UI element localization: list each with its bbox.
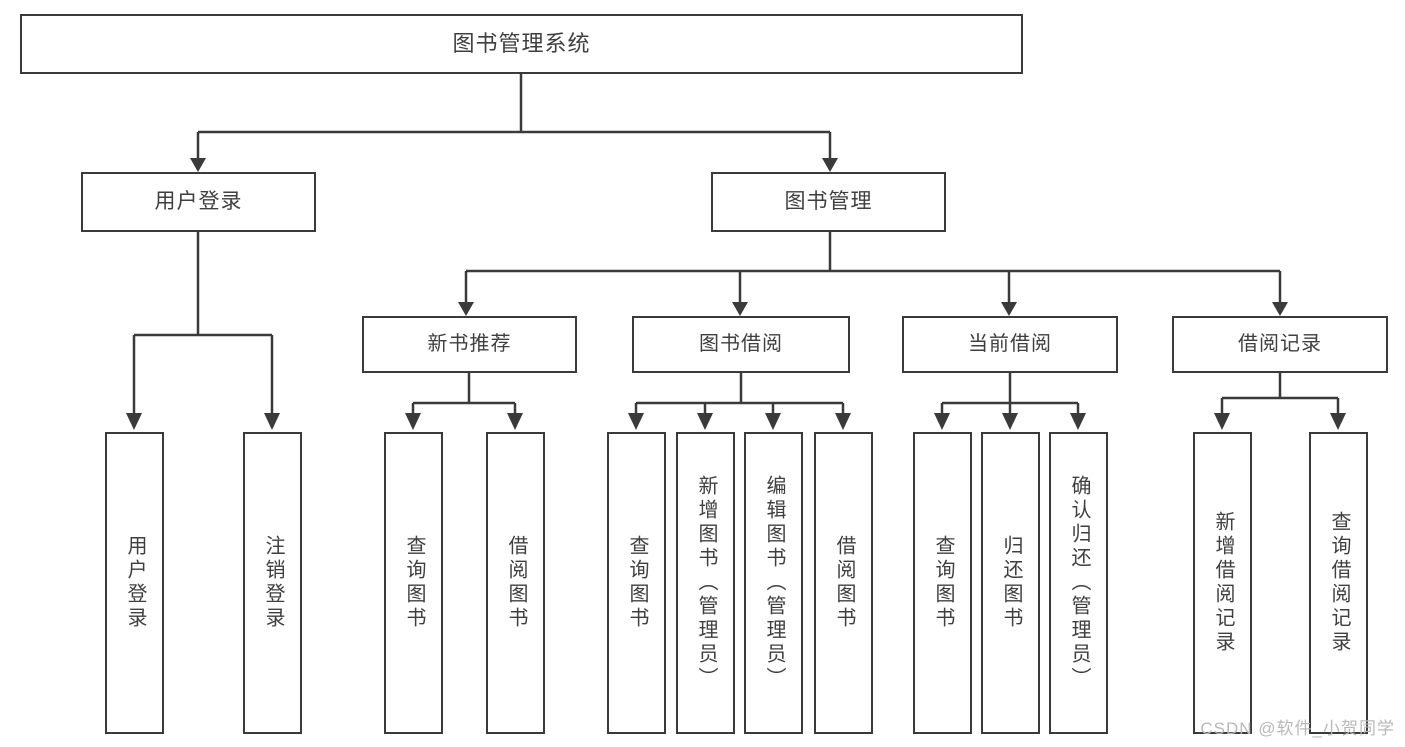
leaf-label: 新增图书（管理员） xyxy=(695,475,717,691)
node-root-label: 图书管理系统 xyxy=(452,31,591,57)
leaf-new-book-borrow-book[interactable]: 借阅图书 xyxy=(486,432,545,734)
leaf-current-borrow-confirm-return-admin[interactable]: 确认归还（管理员） xyxy=(1049,432,1108,734)
node-user-login-label: 用户登录 xyxy=(154,189,243,213)
node-book-management[interactable]: 图书管理 xyxy=(711,172,946,232)
leaf-label: 注销登录 xyxy=(262,535,284,631)
leaf-user-login-logout[interactable]: 注销登录 xyxy=(243,432,302,734)
node-current-borrow[interactable]: 当前借阅 xyxy=(902,316,1118,373)
leaf-label: 归还图书 xyxy=(1000,535,1022,631)
leaf-label: 查询图书 xyxy=(626,535,648,631)
leaf-current-borrow-return-book[interactable]: 归还图书 xyxy=(981,432,1040,734)
leaf-borrow-record-add-record[interactable]: 新增借阅记录 xyxy=(1193,432,1252,734)
leaf-label: 编辑图书（管理员） xyxy=(763,475,785,691)
leaf-book-borrow-query-book[interactable]: 查询图书 xyxy=(607,432,666,734)
leaf-label: 用户登录 xyxy=(124,535,146,631)
leaf-new-book-query-book[interactable]: 查询图书 xyxy=(384,432,443,734)
node-current-borrow-label: 当前借阅 xyxy=(968,333,1052,355)
leaf-book-borrow-borrow-book[interactable]: 借阅图书 xyxy=(814,432,873,734)
leaf-current-borrow-query-book[interactable]: 查询图书 xyxy=(913,432,972,734)
leaf-label: 借阅图书 xyxy=(505,535,527,631)
leaf-book-borrow-edit-book-admin[interactable]: 编辑图书（管理员） xyxy=(744,432,803,734)
node-user-login[interactable]: 用户登录 xyxy=(81,172,316,232)
node-root-system[interactable]: 图书管理系统 xyxy=(20,14,1023,74)
leaf-user-login-login[interactable]: 用户登录 xyxy=(105,432,164,734)
node-borrow-record-label: 借阅记录 xyxy=(1238,333,1322,355)
leaf-label: 确认归还（管理员） xyxy=(1068,475,1090,691)
node-new-book-recommend[interactable]: 新书推荐 xyxy=(362,316,577,373)
leaf-label: 查询图书 xyxy=(932,535,954,631)
leaf-label: 借阅图书 xyxy=(833,535,855,631)
node-book-borrow[interactable]: 图书借阅 xyxy=(632,316,850,373)
node-borrow-record[interactable]: 借阅记录 xyxy=(1172,316,1388,373)
leaf-book-borrow-add-book-admin[interactable]: 新增图书（管理员） xyxy=(676,432,735,734)
leaf-label: 查询图书 xyxy=(403,535,425,631)
leaf-borrow-record-query-record[interactable]: 查询借阅记录 xyxy=(1309,432,1368,734)
node-book-management-label: 图书管理 xyxy=(784,189,873,213)
leaf-label: 查询借阅记录 xyxy=(1328,511,1350,655)
leaf-label: 新增借阅记录 xyxy=(1212,511,1234,655)
watermark-text: CSDN @软件_小贺同学 xyxy=(1200,719,1395,738)
node-new-book-recommend-label: 新书推荐 xyxy=(427,333,512,355)
node-book-borrow-label: 图书借阅 xyxy=(699,333,783,355)
